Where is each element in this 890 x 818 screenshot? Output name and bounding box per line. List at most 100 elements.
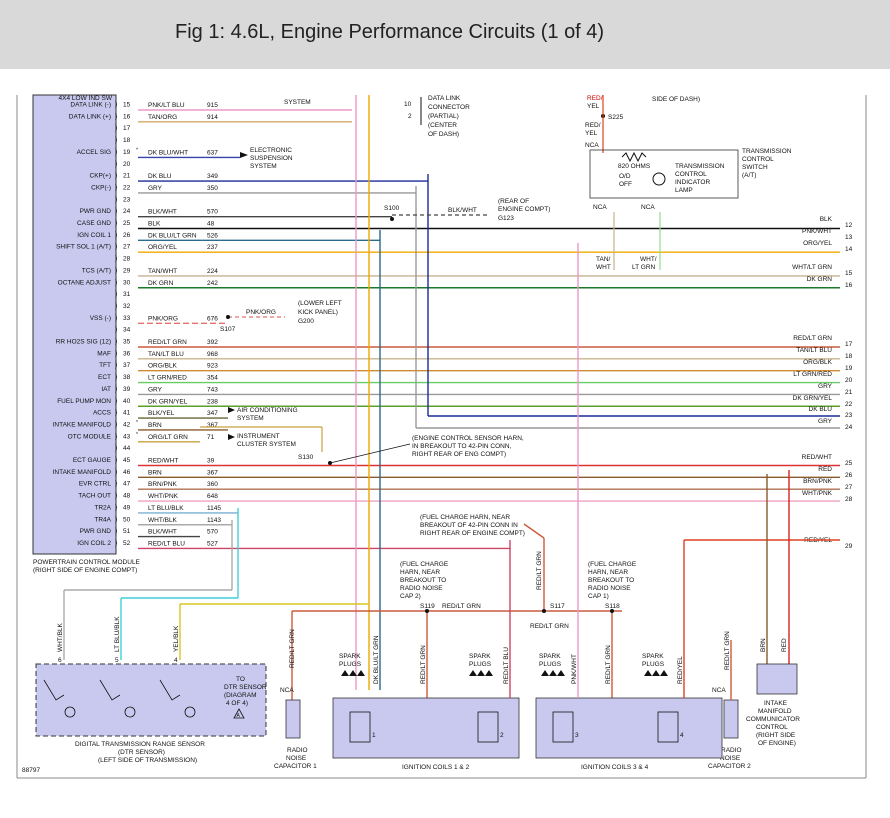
cap2-line3: CAPACITOR 2 (708, 763, 751, 770)
s130-leader (329, 443, 411, 464)
s100-label: S100 (384, 205, 400, 212)
pcm-pin-label: TACH OUT (78, 493, 111, 500)
pcm-pin-bracket: ) (115, 208, 117, 215)
pcm-pin-bracket: ) (115, 504, 117, 511)
pcm-pin-label: ACCS (93, 410, 112, 417)
pcm-pin-number: 19 (123, 149, 131, 156)
fch-line2: BREAKOUT OF 42-PIN CONN IN (420, 522, 518, 529)
pcm-pin-circuit: 347 (207, 410, 218, 417)
right-wire-label: BRN/PNK (803, 478, 833, 485)
pcm-pin-row: )44 (115, 445, 131, 452)
pcm-pin-circuit: 527 (207, 540, 218, 547)
cluster-line2: CLUSTER SYSTEM (237, 441, 296, 448)
right-wire-label: RED/WHT (802, 454, 832, 461)
pcm-pin-number: 50 (123, 516, 131, 523)
pcm-pin-bracket: ) (115, 350, 117, 357)
cap1-line2: NOISE (286, 755, 307, 762)
arrow-ac (228, 407, 235, 413)
right-wire-label: LT GRN/RED (793, 371, 832, 378)
dtr-switches-icon (43, 679, 196, 718)
pcm-pin-row: ) 23 (115, 196, 131, 203)
tcs-line1: TRANSMISSION (742, 148, 792, 155)
ignition-coils-3-4 (535, 697, 723, 759)
pcm-pin-bracket: ) (115, 374, 117, 381)
pcm-pin-circuit: 570 (207, 209, 218, 216)
pcm-pin-bracket: ) (115, 339, 117, 346)
dtr-wire-2: LT BLU/BLK (114, 616, 121, 652)
pcm-pin-bracket: ) (115, 433, 117, 440)
pcm-pin-wire-color: ORG/YEL (148, 244, 177, 251)
pcm-pin-wire-color: ORG/BLK (148, 363, 178, 370)
right-wire-number: 17 (845, 341, 853, 348)
coils34-label: IGNITION COILS 3 & 4 (581, 764, 649, 771)
pcm-pin-number: 22 (123, 184, 131, 191)
g123-line1: (REAR OF (498, 198, 529, 205)
right-wire-label: ORG/BLK (803, 359, 833, 366)
coil-num-1: 1 (372, 732, 376, 739)
dtr-to-4: 4 OF 4) (226, 700, 248, 707)
right-wire-label: WHT/PNK (802, 490, 833, 497)
pcm-pin-number: 23 (123, 196, 131, 203)
right-wire-label: ORG/YEL (803, 240, 832, 247)
pcm-pin-label: SHIFT SOL 1 (A/T) (56, 244, 111, 251)
spark-b1: SPARK (469, 653, 491, 660)
pcm-pin-circuit: 349 (207, 173, 218, 180)
pcm-pin-number: 38 (123, 374, 131, 381)
pcm-pin-label: TCS (A/T) (82, 267, 111, 274)
pcm-pin-number: 17 (123, 125, 131, 132)
right-wire-label: GRY (818, 383, 833, 390)
pcm-pin-wire-color: BRN (148, 422, 162, 429)
right-wire-number: 29 (845, 543, 853, 550)
pcm-pin-label: OTC MODULE (68, 433, 112, 440)
pcm-pin-label: VSS (-) (90, 315, 111, 322)
pcm-pin-row: )32 (115, 303, 131, 310)
right-wire-label: WHT/LT GRN (792, 264, 832, 271)
pcm-pin-label: TR4A (94, 516, 111, 523)
imc-line4: CONTROL (756, 724, 788, 731)
tcs-box (589, 149, 739, 199)
dlc-line2: CONNECTOR (428, 104, 470, 111)
pcm-pin-number: 29 (123, 267, 131, 274)
pcm-pin-mark: * (136, 420, 138, 426)
pcm-pin-wire-color: PNK/ORG (148, 315, 178, 322)
tcil-line3: INDICATOR (675, 179, 710, 186)
tcs-resistor (621, 151, 647, 163)
pcm-pin-wire-color: TAN/WHT (148, 268, 177, 275)
right-wire-number: 23 (845, 412, 853, 419)
pcm-pin-wire-color: WHT/BLK (148, 517, 178, 524)
pcm-pin-wire-color: WHT/PNK (148, 493, 179, 500)
pcm-pin-label: OCTANE ADJUST (58, 279, 111, 286)
pcm-pin-label: RR HO2S SIG (12) (56, 339, 111, 346)
s118-label: S118 (605, 603, 620, 610)
right-wire-number: 27 (845, 484, 853, 491)
pcm-pin-wire-color: DK GRN (148, 280, 174, 287)
pcm-pin-number: 40 (123, 398, 131, 405)
dlc-pin-2: 2 (408, 113, 412, 120)
dtr-a: A (237, 713, 241, 719)
pcm-pin-bracket: ) (115, 232, 117, 239)
pcm-pin-bracket: ) (115, 256, 117, 263)
pcm-pin-label: ECT GAUGE (73, 457, 112, 464)
pcm-pin-bracket: ) (115, 196, 117, 203)
imc-line2: MANIFOLD (758, 708, 792, 715)
right-wire-label: RED/LT GRN (793, 335, 832, 342)
pcm-pin-row: )20 (115, 161, 131, 168)
imc-line1: INTAKE (764, 700, 788, 707)
pcm-pin-wire-color: BLK/YEL (148, 410, 175, 417)
pcm-pin-bracket: ) (115, 113, 117, 120)
right-wire-number: 18 (845, 353, 853, 360)
pcm-pin-number: 30 (123, 279, 131, 286)
pcm-pin-number: 20 (123, 161, 131, 168)
